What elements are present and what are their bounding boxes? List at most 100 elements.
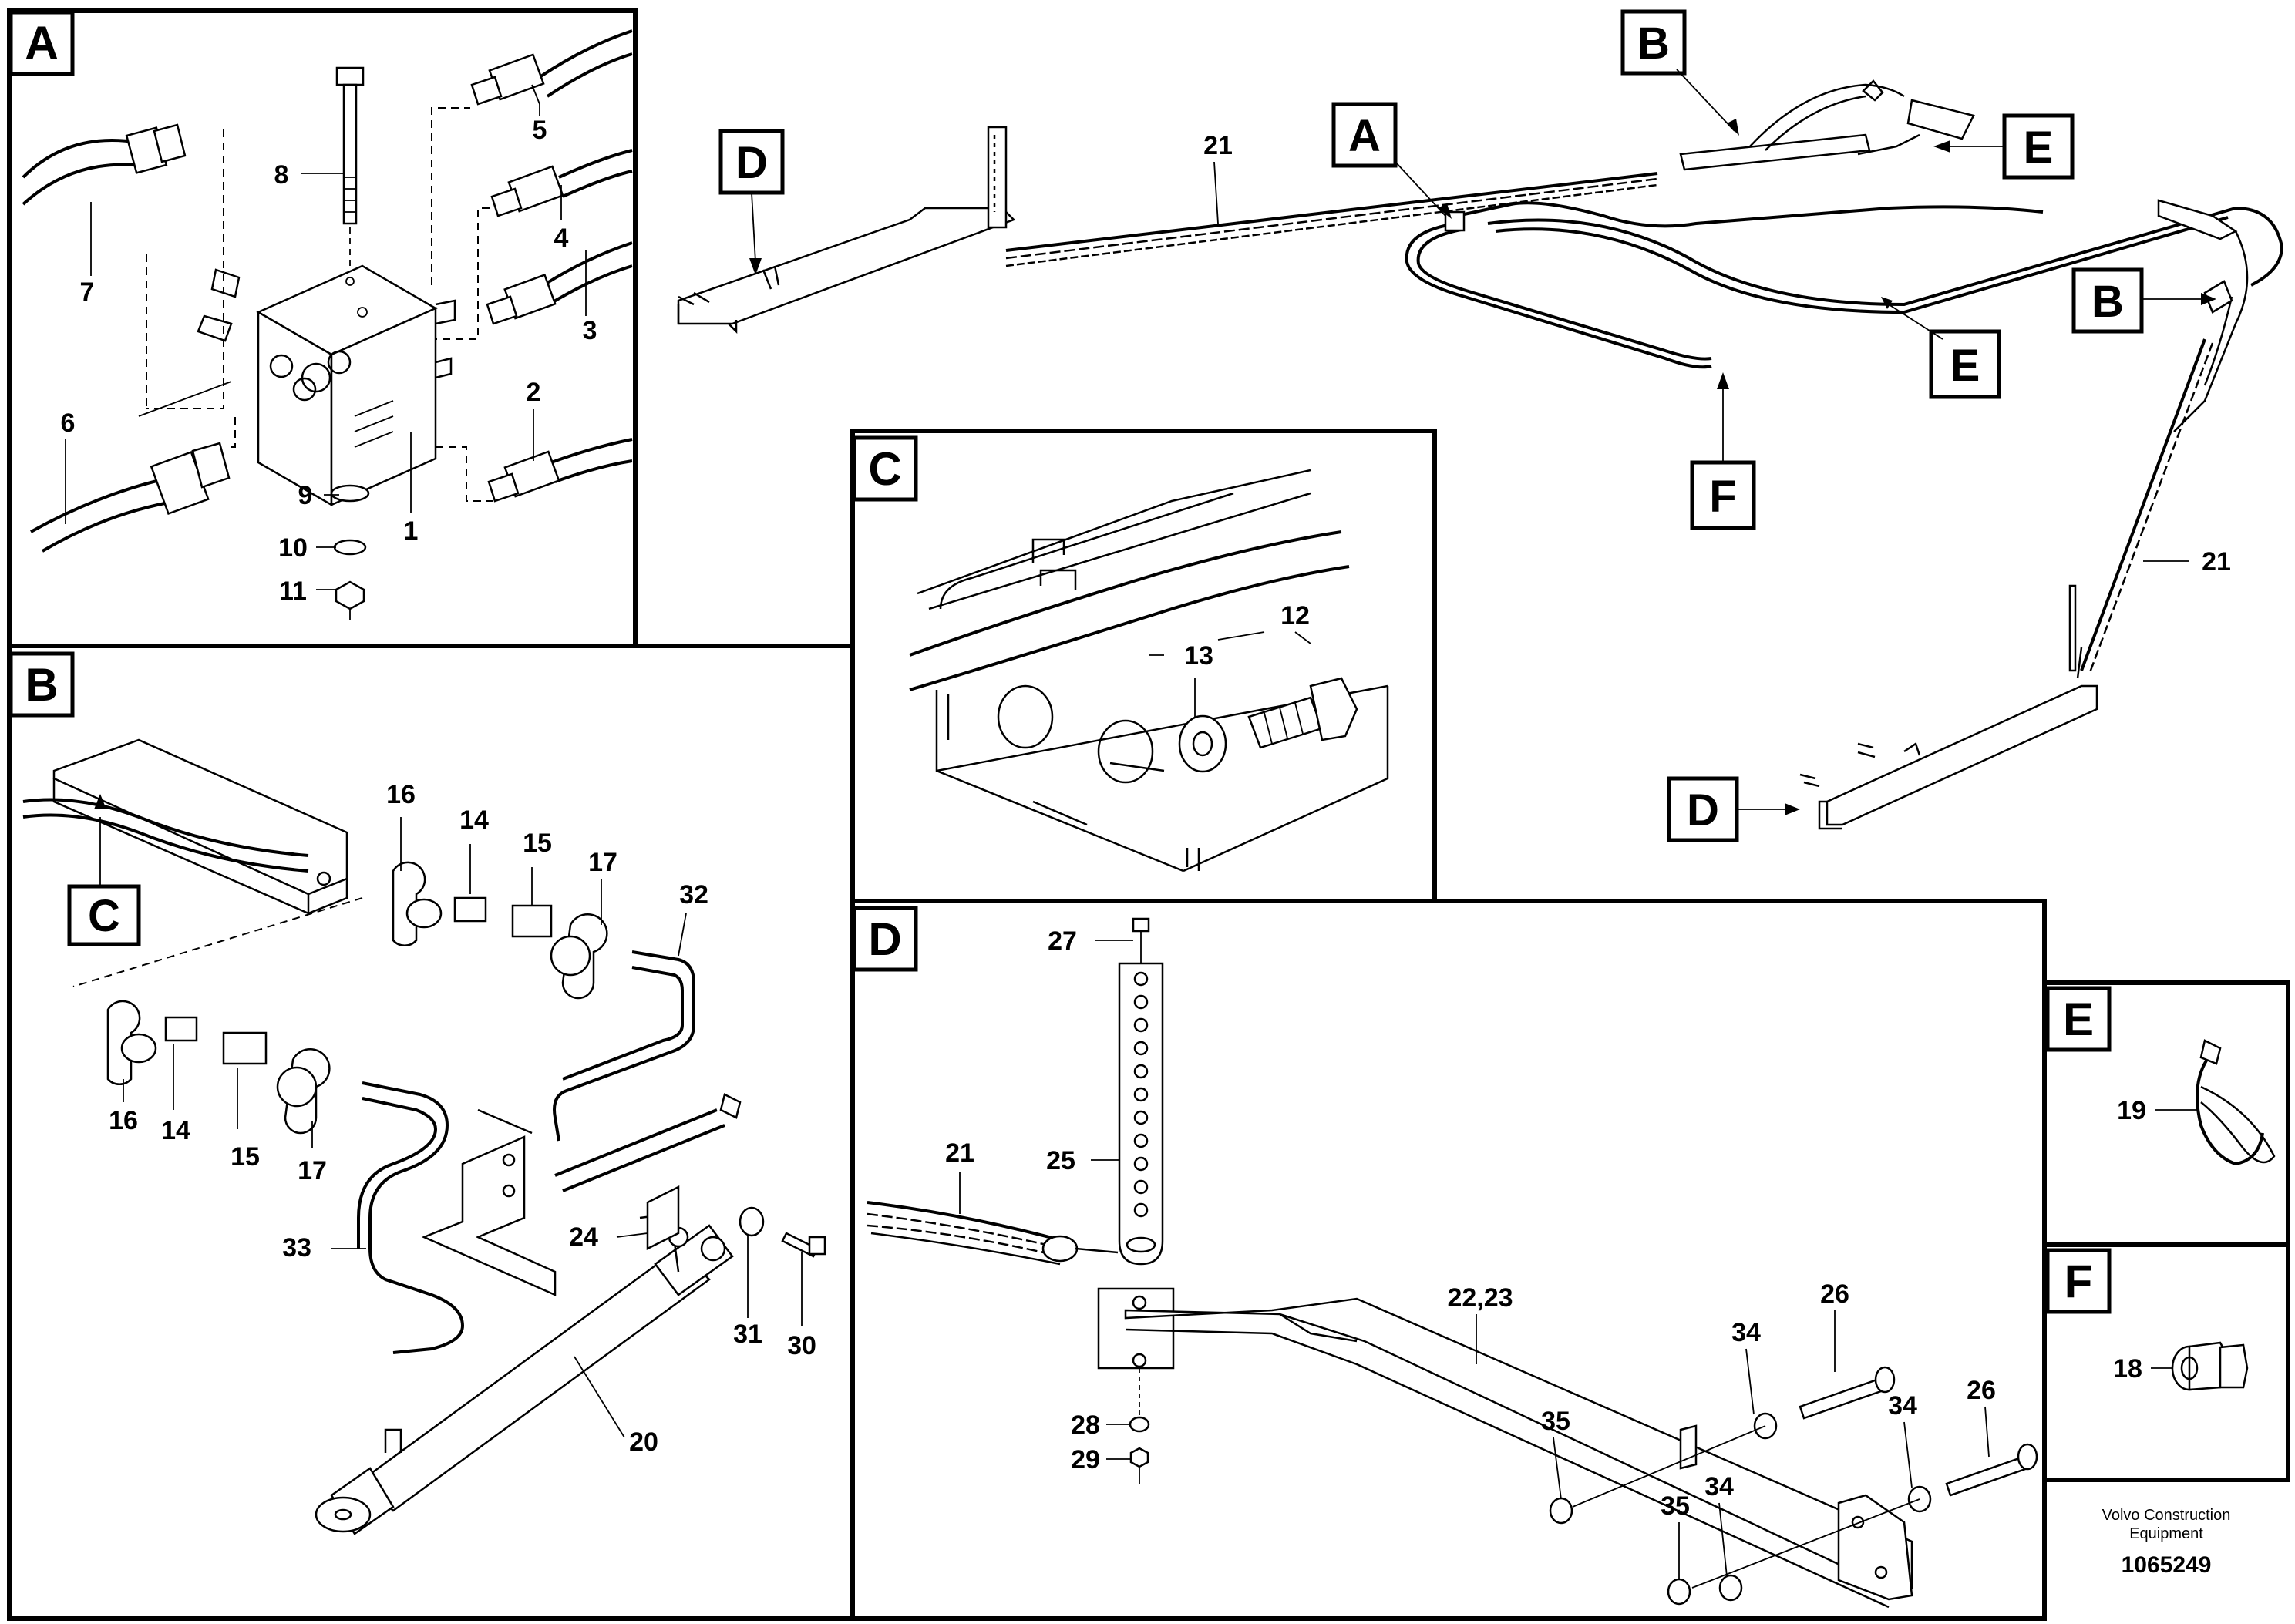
washer-13 (1178, 714, 1227, 773)
label-15-upper: 15 (523, 829, 552, 858)
overview-tag-b-top (1620, 9, 1687, 76)
hose-7 (22, 123, 187, 206)
brand-line-1: Volvo Construction (2102, 1507, 2231, 1524)
overview-tag-e-middle-letter: E (1950, 341, 1980, 391)
strap-25 (1118, 962, 1164, 1266)
overview-hoses (1405, 201, 2284, 369)
inset-a-letter: A (25, 17, 58, 69)
cylinder-20 (315, 1212, 734, 1535)
overview-valve-block (1444, 210, 1466, 232)
label-26-lower: 26 (1967, 1376, 1996, 1405)
label-35-left: 35 (1541, 1407, 1570, 1436)
inset-a-tag (8, 10, 75, 76)
overview-tag-e-middle (1929, 329, 2001, 399)
label-22-23: 22,23 (1447, 1283, 1513, 1313)
label-6: 6 (61, 409, 76, 438)
label-18: 18 (2113, 1354, 2142, 1384)
nut-11 (335, 580, 365, 610)
bolt-8 (335, 66, 365, 225)
label-35-lower: 35 (1661, 1491, 1690, 1521)
label-20: 20 (629, 1427, 658, 1457)
label-12: 12 (1280, 601, 1310, 630)
overview-label-21-top: 21 (1203, 131, 1233, 160)
overview-chain-21-top (1005, 172, 1658, 252)
label-25: 25 (1046, 1146, 1075, 1175)
bolt-27 (1132, 917, 1150, 963)
washer-10 (333, 539, 367, 556)
label-2: 2 (527, 378, 541, 407)
nut-29 (1129, 1447, 1149, 1468)
coupling-row-lower (106, 1000, 742, 1354)
overview-tag-d-left-letter: D (735, 138, 768, 188)
washer-28 (1129, 1416, 1150, 1433)
bracket (22, 738, 348, 915)
label-3: 3 (583, 316, 597, 345)
inset-f-letter: F (2064, 1256, 2093, 1307)
overview-tag-a (1331, 102, 1398, 168)
label-19: 19 (2117, 1096, 2146, 1125)
label-28: 28 (1071, 1410, 1100, 1440)
label-33: 33 (282, 1233, 311, 1263)
label-30: 30 (787, 1331, 816, 1360)
label-27: 27 (1048, 926, 1077, 956)
drawing-number: 1065249 (2122, 1552, 2212, 1578)
overview-tag-e-top-letter: E (2024, 123, 2054, 173)
overview-label-21-right: 21 (2202, 547, 2231, 577)
label-15-lower: 15 (231, 1142, 260, 1172)
label-17-upper: 17 (588, 848, 617, 877)
coupling-row-upper (392, 861, 695, 1142)
inset-c: C 12 13 (850, 429, 1437, 903)
overview-arm-left (677, 126, 1016, 335)
overview-tag-b-right (2071, 267, 2144, 334)
brand-line-2: Equipment (2129, 1525, 2203, 1542)
overview-tag-e-top (2002, 113, 2075, 180)
inset-e: E 19 (2042, 980, 2290, 1247)
fitting-3 (486, 241, 633, 325)
inset-c-tag (852, 435, 918, 502)
label-34-right: 34 (1888, 1391, 1917, 1421)
label-32: 32 (679, 880, 708, 910)
bolt-30 (781, 1232, 826, 1258)
label-29: 29 (1071, 1445, 1100, 1474)
label-4: 4 (554, 224, 569, 253)
hose-6 (30, 442, 231, 553)
inset-c-frame (850, 429, 1437, 903)
label-11: 11 (279, 577, 307, 606)
label-26-upper: 26 (1820, 1279, 1849, 1309)
inset-e-letter: E (2063, 994, 2094, 1045)
washer-34-lower (1718, 1574, 1743, 1602)
fitting-5 (470, 29, 633, 106)
overview-tag-f-letter: F (1709, 472, 1736, 522)
label-9: 9 (298, 481, 313, 510)
overview-tag-d-right (1667, 776, 1739, 842)
bolt-26-lower (1945, 1443, 2038, 1497)
cable-tie-19 (2196, 1039, 2276, 1166)
fitting-2 (487, 438, 633, 503)
inset-b: B C (7, 644, 855, 1621)
bolt-12 (1247, 677, 1358, 749)
overview-tag-b-top-letter: B (1637, 18, 1670, 69)
label-31: 31 (733, 1320, 762, 1349)
inset-d-tag (852, 906, 918, 972)
plate (421, 1135, 557, 1296)
overview-cylinder-upper (1679, 79, 1975, 171)
inset-b-tag-c (67, 884, 141, 946)
label-16-upper: 16 (386, 780, 416, 809)
label-10: 10 (278, 533, 308, 563)
inset-b-tag (8, 651, 75, 718)
label-14-lower: 14 (161, 1116, 190, 1145)
washer-9 (330, 484, 370, 503)
label-13: 13 (1184, 641, 1213, 671)
inset-f-tag (2045, 1248, 2112, 1314)
label-17-lower: 17 (298, 1156, 327, 1185)
label-1: 1 (404, 516, 419, 546)
bolt-26-upper (1799, 1366, 1896, 1420)
inset-d: D (850, 899, 2047, 1621)
washer-31 (739, 1206, 765, 1237)
footer: Volvo Construction Equipment 1065249 (2102, 1507, 2231, 1578)
label-5: 5 (533, 116, 547, 145)
label-34-lower: 34 (1704, 1472, 1734, 1501)
label-21-inset: 21 (945, 1138, 974, 1168)
inset-b-letter: B (25, 659, 58, 711)
arm-22-23 (1097, 1287, 1913, 1609)
